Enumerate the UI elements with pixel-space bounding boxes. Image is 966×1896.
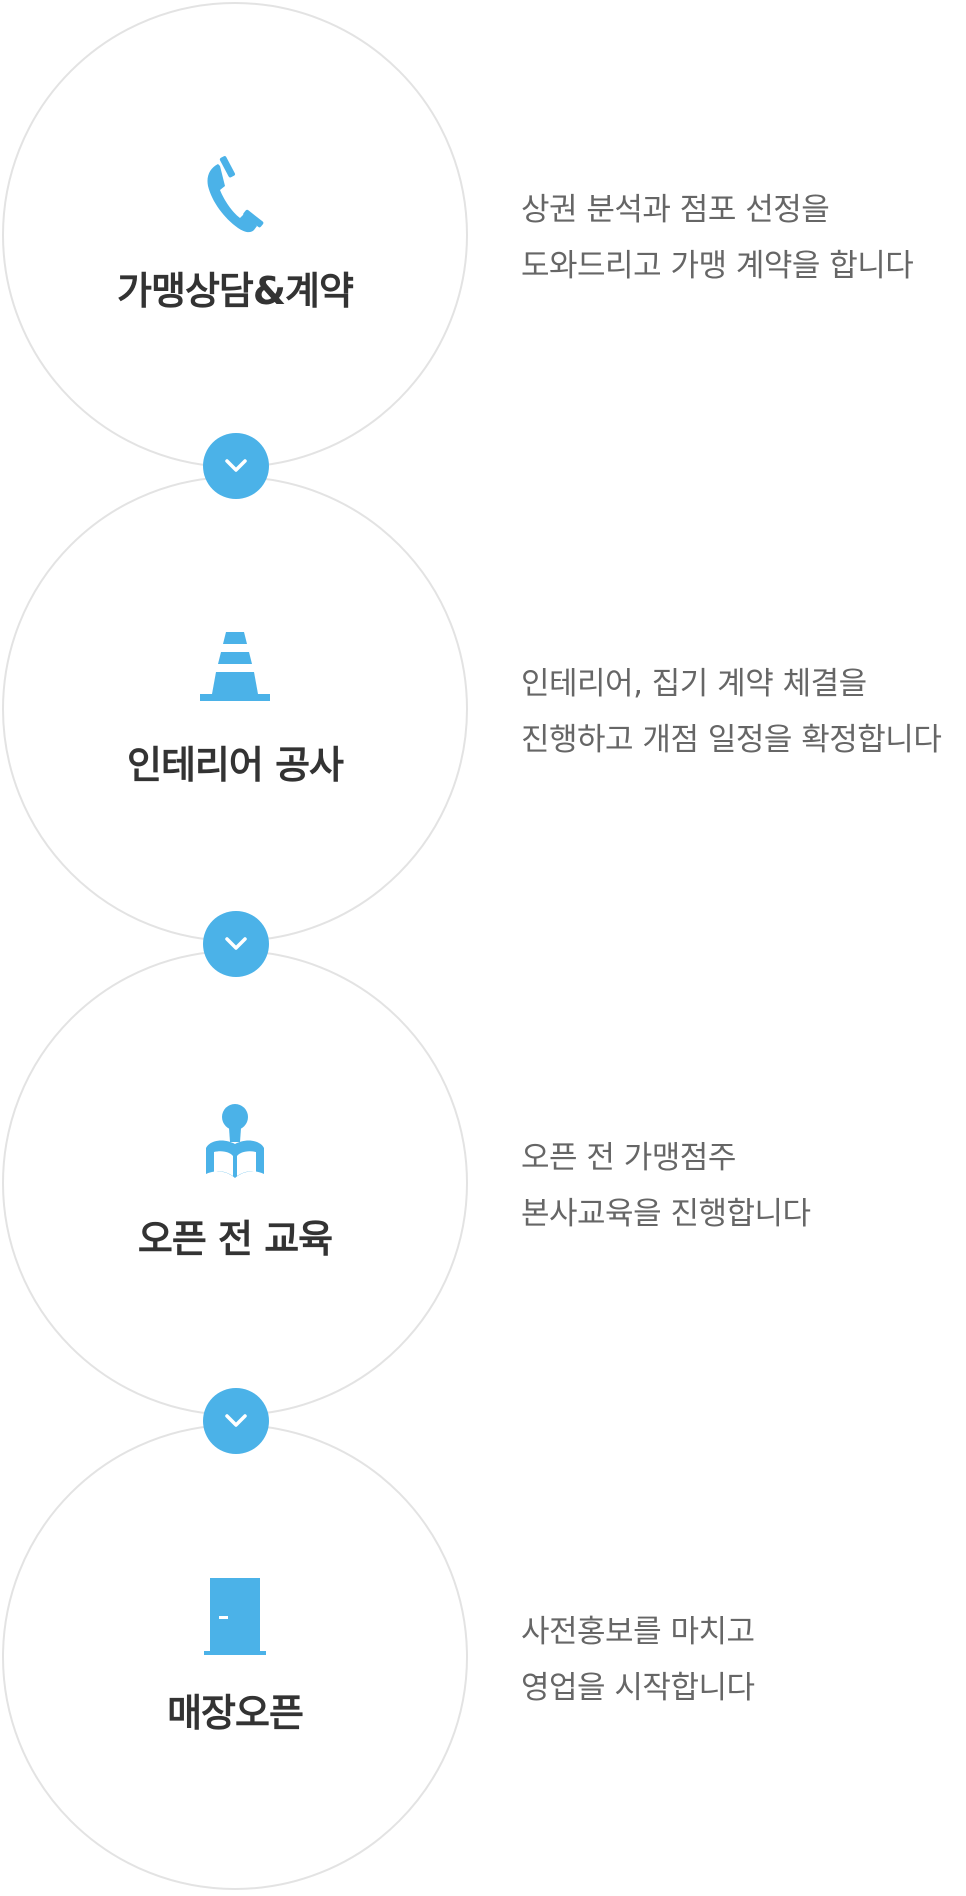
step-title: 인테리어 공사 <box>127 743 344 787</box>
step-store-open: 매장오픈 사전홍보를 마치고 영업을 시작합니다 <box>0 1422 966 1896</box>
step-education: 오픈 전 교육 오픈 전 가맹점주 본사교육을 진행합니다 <box>0 948 966 1422</box>
step-title: 매장오픈 <box>167 1691 304 1735</box>
description-line: 도와드리고 가맹 계약을 합니다 <box>521 248 914 284</box>
description-line: 인테리어, 집기 계약 체결을 <box>521 666 867 702</box>
step-title: 오픈 전 교육 <box>137 1217 333 1261</box>
chevron-down-icon <box>203 433 269 499</box>
description-line: 오픈 전 가맹점주 <box>521 1140 736 1176</box>
step-description: 사전홍보를 마치고 영업을 시작합니다 <box>521 1604 755 1716</box>
step-circle: 오픈 전 교육 <box>2 950 468 1416</box>
step-title: 가맹상담&계약 <box>117 269 354 313</box>
door-icon <box>200 1578 270 1662</box>
chevron-down-icon <box>203 1388 269 1454</box>
step-circle: 가맹상담&계약 <box>2 2 468 468</box>
description-line: 영업을 시작합니다 <box>521 1670 755 1706</box>
description-line: 사전홍보를 마치고 <box>521 1614 755 1650</box>
step-circle: 매장오픈 <box>2 1424 468 1890</box>
description-line: 상권 분석과 점포 선정을 <box>521 192 830 228</box>
step-description: 인테리어, 집기 계약 체결을 진행하고 개점 일정을 확정합니다 <box>521 656 942 768</box>
description-line: 본사교육을 진행합니다 <box>521 1196 811 1232</box>
step-interior: 인테리어 공사 인테리어, 집기 계약 체결을 진행하고 개점 일정을 확정합니… <box>0 474 966 948</box>
step-contract: 가맹상담&계약 상권 분석과 점포 선정을 도와드리고 가맹 계약을 합니다 <box>0 0 966 474</box>
phone-icon <box>200 156 270 240</box>
chevron-down-icon <box>203 911 269 977</box>
step-circle: 인테리어 공사 <box>2 476 468 942</box>
description-line: 진행하고 개점 일정을 확정합니다 <box>521 722 942 758</box>
step-description: 상권 분석과 점포 선정을 도와드리고 가맹 계약을 합니다 <box>521 182 914 294</box>
step-description: 오픈 전 가맹점주 본사교육을 진행합니다 <box>521 1130 811 1242</box>
traffic-cone-icon <box>198 630 272 708</box>
reading-person-icon <box>200 1104 270 1188</box>
